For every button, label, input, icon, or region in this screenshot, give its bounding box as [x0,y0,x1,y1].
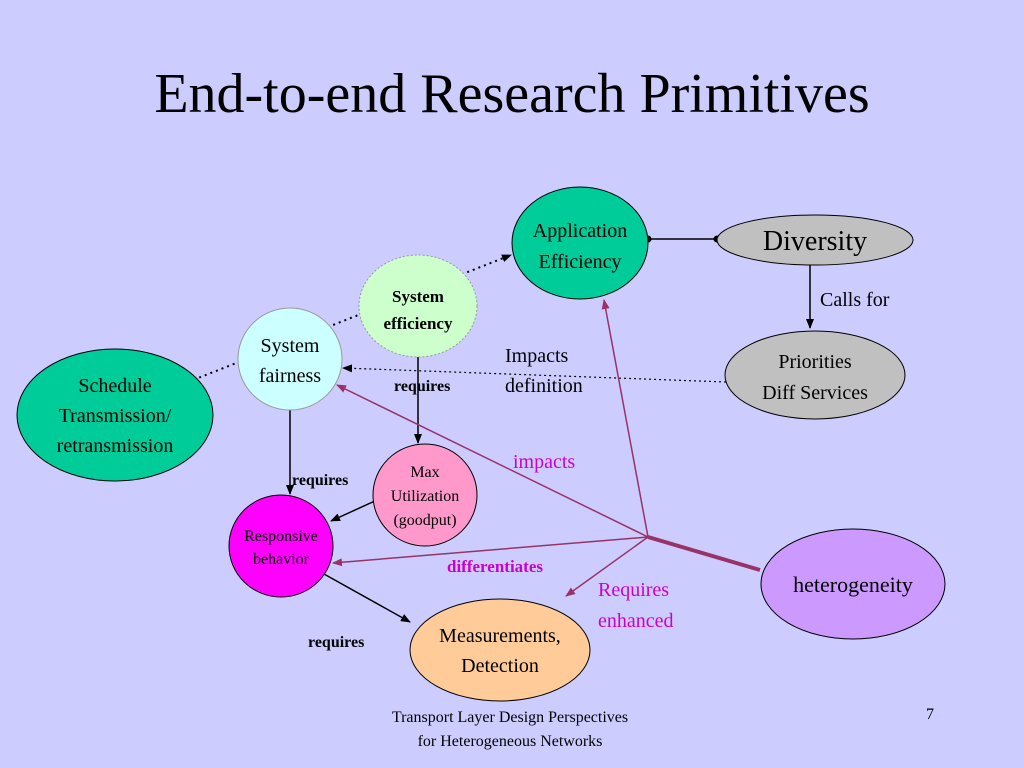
measurements-line1: Measurements, [439,625,561,647]
node-responsive: Responsive behavior [228,494,334,598]
edge-heterogeneity-hub [647,535,761,572]
measurements-line2: Detection [461,655,539,677]
label-impacts-definition-2: definition [505,375,583,397]
slide-footer: Transport Layer Design Perspectives for … [330,706,690,754]
system-efficiency-line2: efficiency [384,314,453,333]
max-util-line1: Max [410,464,439,481]
node-system-fairness: System fairness [237,307,343,411]
label-requires-2: requires [292,472,348,489]
footer-line1: Transport Layer Design Perspectives [391,709,629,726]
system-fairness-line1: System [261,335,320,357]
label-requires-enhanced-1: Requires [598,579,669,601]
edge-maxutil-responsive [330,499,378,522]
edge-hub-app [601,299,649,538]
responsive-line2: behavior [253,551,310,568]
schedule-line3: retransmission [57,435,174,457]
node-measurements: Measurements, Detection [409,598,591,702]
node-schedule: Schedule Transmission/ retransmission [16,348,214,482]
diversity-label: Diversity [763,226,867,257]
system-efficiency-line1: System [392,287,444,306]
label-requires-3: requires [308,634,364,651]
node-max-utilization: Max Utilization (goodput) [372,443,478,547]
app-efficiency-line1: Application [533,220,627,242]
system-fairness-line2: fairness [259,365,321,387]
node-application-efficiency: Application Efficiency [511,186,649,300]
label-impacts-definition-1: Impacts [505,345,569,367]
node-system-efficiency: System efficiency [358,254,478,358]
schedule-line1: Schedule [78,375,151,397]
edge-priorities-fairness [342,364,727,383]
label-requires-1: requires [394,378,450,395]
priorities-line1: Priorities [778,351,852,373]
priorities-line2: Diff Services [762,382,868,404]
node-heterogeneity: heterogeneity [760,528,946,640]
max-util-line3: (goodput) [393,512,456,529]
edge-hub-responsive [332,536,649,567]
label-differentiates: differentiates [447,557,543,576]
slide-title: End-to-end Research Primitives [154,63,870,125]
schedule-line2: Transmission/ [59,405,172,427]
label-requires-enhanced-2: enhanced [598,610,674,632]
label-calls-for: Calls for [820,289,890,311]
footer-line2: for Heterogeneous Networks [417,733,603,750]
responsive-line1: Responsive [244,528,318,545]
node-diversity: Diversity [716,214,914,266]
app-efficiency-line2: Efficiency [539,251,622,273]
edge-responsive-measurements [323,573,411,623]
heterogeneity-label: heterogeneity [793,572,913,597]
node-priorities: Priorities Diff Services [724,330,906,420]
page-number: 7 [926,706,934,723]
label-impacts: impacts [513,451,575,473]
edge-hub-measurements [565,536,649,597]
edge-hub-fairness [336,384,649,538]
max-util-line2: Utilization [391,488,459,505]
